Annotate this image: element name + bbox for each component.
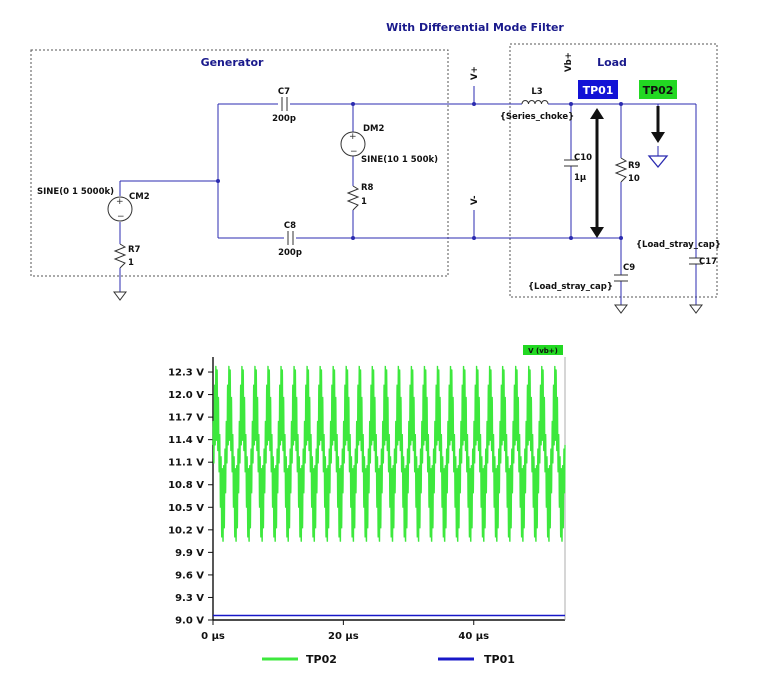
y-tick-label: 11.4 V bbox=[168, 435, 204, 446]
capacitor-c17-symbol bbox=[689, 257, 703, 265]
x-tick-label: 20 µs bbox=[328, 631, 359, 642]
svg-text:−: − bbox=[350, 147, 358, 157]
c7-name: C7 bbox=[278, 87, 290, 97]
capacitor-c8-symbol bbox=[287, 231, 294, 245]
cm2-value: SINE(0 1 5000k) bbox=[37, 187, 114, 197]
x-tick-label: 0 µs bbox=[201, 631, 225, 642]
legend-tp01-label: TP01 bbox=[484, 653, 515, 666]
diagram-title: With Differential Mode Filter bbox=[386, 21, 564, 34]
svg-text:−: − bbox=[117, 212, 125, 222]
net-label-vbplus: Vb+ bbox=[564, 52, 574, 72]
c10-name: C10 bbox=[574, 153, 592, 163]
tp02-badge bbox=[639, 80, 677, 99]
voltage-source-cm2-icon: + − bbox=[107, 196, 133, 222]
ground-icon bbox=[689, 304, 703, 314]
c17-name: C17 bbox=[699, 257, 717, 267]
trace-tag-box bbox=[523, 345, 563, 355]
trace-tag-label: V (vb+) bbox=[528, 347, 558, 355]
y-tick-label: 11.1 V bbox=[168, 458, 204, 469]
inductor-l3-symbol bbox=[521, 100, 549, 105]
legend-tp02-label: TP02 bbox=[306, 653, 337, 666]
tp02-arrow-down-icon bbox=[651, 106, 665, 143]
r7-name: R7 bbox=[128, 245, 141, 255]
tp02-label: TP02 bbox=[643, 84, 674, 97]
c8-name: C8 bbox=[284, 221, 296, 231]
r7-value: 1 bbox=[128, 258, 134, 268]
y-tick-label: 10.2 V bbox=[168, 525, 204, 536]
c10-value: 1µ bbox=[574, 173, 586, 183]
r8-name: R8 bbox=[361, 183, 374, 193]
circuit-schematic: With Differential Mode Filter Generator … bbox=[30, 21, 721, 314]
y-tick-label: 9.0 V bbox=[175, 616, 204, 627]
resistor-r8-symbol bbox=[346, 185, 360, 211]
cm2-name: CM2 bbox=[129, 192, 150, 202]
svg-text:+: + bbox=[116, 197, 124, 207]
load-label: Load bbox=[597, 56, 627, 69]
capacitor-c7-symbol bbox=[281, 97, 288, 111]
c8-value: 200p bbox=[278, 248, 302, 258]
resistor-r7-symbol bbox=[113, 243, 127, 269]
net-label-vminus: V- bbox=[470, 195, 480, 205]
c17-value: {Load_stray_cap} bbox=[636, 240, 721, 250]
y-tick-label: 10.8 V bbox=[168, 480, 204, 491]
dm2-name: DM2 bbox=[363, 124, 385, 134]
r8-value: 1 bbox=[361, 197, 367, 207]
y-tick-label: 12.0 V bbox=[168, 390, 204, 401]
y-tick-label: 12.3 V bbox=[168, 368, 204, 379]
generator-label: Generator bbox=[201, 56, 264, 69]
c9-value: {Load_stray_cap} bbox=[528, 282, 613, 292]
l3-name: L3 bbox=[531, 87, 542, 97]
c9-name: C9 bbox=[623, 263, 635, 273]
net-label-vplus: V+ bbox=[470, 66, 480, 80]
tp01-double-arrow-icon bbox=[590, 108, 604, 238]
load-box bbox=[509, 43, 718, 298]
dm2-value: SINE(10 1 500k) bbox=[361, 155, 438, 165]
l3-value: {Series_choke} bbox=[500, 112, 574, 122]
ground-icon bbox=[614, 304, 628, 314]
series-tp02-line bbox=[212, 365, 566, 542]
tp01-badge bbox=[578, 80, 618, 99]
voltage-source-dm2-icon: + − bbox=[340, 131, 366, 157]
ground-icon bbox=[113, 291, 127, 301]
y-tick-label: 9.6 V bbox=[175, 570, 204, 581]
c7-value: 200p bbox=[272, 114, 296, 124]
x-tick-label: 40 µs bbox=[458, 631, 489, 642]
resistor-r9-symbol bbox=[614, 157, 628, 183]
y-tick-label: 11.7 V bbox=[168, 413, 204, 424]
y-tick-label: 10.5 V bbox=[168, 503, 204, 514]
r9-name: R9 bbox=[628, 161, 641, 171]
capacitor-c9-symbol bbox=[614, 274, 628, 282]
waveform-chart: 12.3 V 12.0 V 11.7 V 11.4 V 11.1 V 10.8 V 10.5… bbox=[168, 345, 566, 666]
y-tick-label: 9.9 V bbox=[175, 548, 204, 559]
generator-box bbox=[30, 49, 449, 277]
r9-value: 10 bbox=[628, 174, 640, 184]
svg-text:+: + bbox=[349, 132, 357, 142]
y-tick-label: 9.3 V bbox=[175, 593, 204, 604]
capacitor-c10-symbol bbox=[564, 159, 578, 167]
tp01-label: TP01 bbox=[583, 84, 614, 97]
probe-ground-icon bbox=[647, 146, 669, 169]
